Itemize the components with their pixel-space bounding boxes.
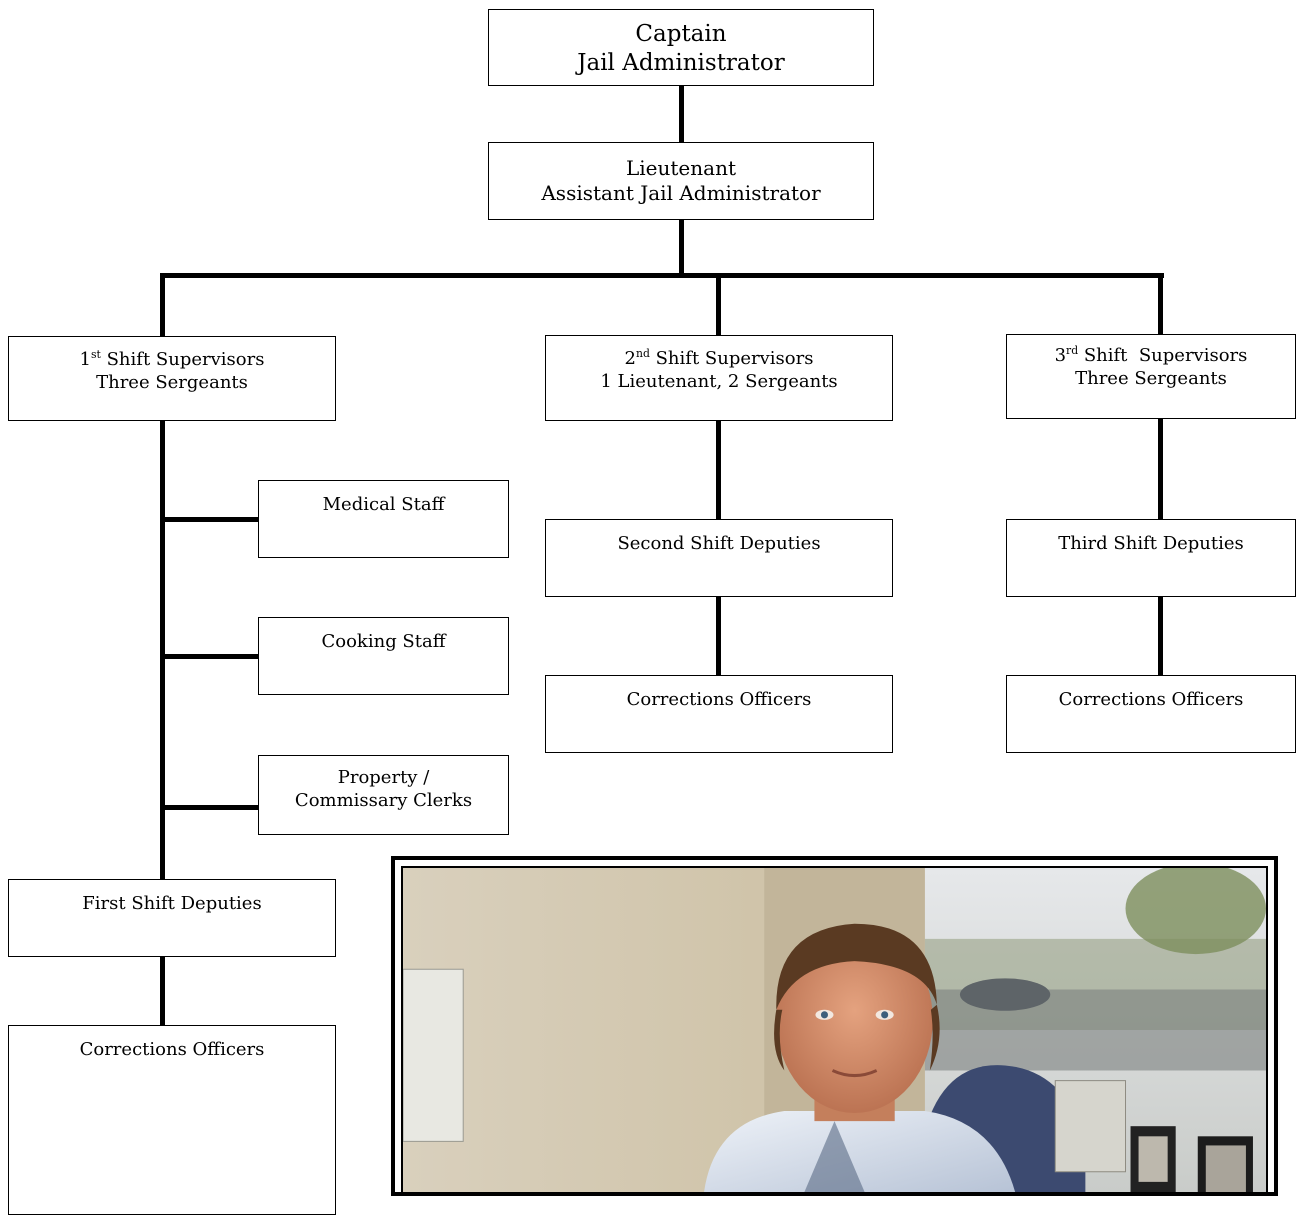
connector-cooking: [160, 654, 260, 659]
property-label: Property /: [337, 767, 430, 788]
shift3-title: 3rd Shift Supervisors: [1054, 344, 1248, 366]
shift1-title: 1st Shift Supervisors: [79, 348, 265, 370]
cooking-staff-label: Cooking Staff: [321, 631, 446, 652]
lieutenant-box: Lieutenant Assistant Jail Administrator: [488, 142, 874, 220]
shift2-supervisors-box: 2nd Shift Supervisors 1 Lieutenant, 2 Se…: [545, 335, 893, 421]
third-shift-deputies-label: Third Shift Deputies: [1058, 533, 1244, 554]
connector-lieutenant-bus: [679, 219, 684, 277]
corrections-officers-shift3-box: Corrections Officers: [1006, 675, 1296, 753]
cooking-staff-box: Cooking Staff: [258, 617, 509, 695]
shift1-staff: Three Sergeants: [96, 371, 248, 393]
connector-bus-shift3: [1158, 273, 1163, 337]
property-commissary-box: Property / Commissary Clerks: [258, 755, 509, 835]
second-shift-deputies-box: Second Shift Deputies: [545, 519, 893, 597]
horizontal-bus: [160, 273, 1164, 278]
photo-illustration: [403, 868, 1266, 1192]
lieutenant-title: Lieutenant: [626, 156, 736, 180]
connector-first-deputies-co: [160, 956, 165, 1026]
shift2-title: 2nd Shift Supervisors: [624, 347, 814, 369]
shift3-supervisors-box: 3rd Shift Supervisors Three Sergeants: [1006, 334, 1296, 419]
connector-captain-lieutenant: [679, 84, 684, 144]
first-shift-deputies-box: First Shift Deputies: [8, 879, 336, 957]
third-shift-deputies-box: Third Shift Deputies: [1006, 519, 1296, 597]
corrections-officers-shift1-box: Corrections Officers: [8, 1025, 336, 1215]
corrections-officers-shift2-label: Corrections Officers: [626, 689, 812, 710]
connector-third-deputies-co: [1158, 596, 1163, 676]
connector-property: [160, 805, 260, 810]
commissary-label: Commissary Clerks: [294, 789, 473, 811]
medical-staff-box: Medical Staff: [258, 480, 509, 558]
captain-role: Jail Administrator: [577, 49, 785, 76]
shift2-staff: 1 Lieutenant, 2 Sergeants: [600, 370, 838, 392]
corrections-officers-shift3-label: Corrections Officers: [1058, 689, 1244, 710]
photo-frame: [391, 856, 1278, 1196]
corrections-officers-shift2-box: Corrections Officers: [545, 675, 893, 753]
connector-shift3-deputies: [1158, 418, 1163, 520]
captain-title: Captain: [635, 21, 727, 47]
connector-shift2-deputies: [716, 420, 721, 520]
connector-bus-shift1: [160, 273, 165, 337]
administrator-photo: [401, 866, 1268, 1192]
shift1-supervisors-box: 1st Shift Supervisors Three Sergeants: [8, 336, 336, 421]
first-shift-deputies-label: First Shift Deputies: [82, 893, 262, 914]
corrections-officers-shift1-label: Corrections Officers: [79, 1039, 265, 1060]
captain-box: Captain Jail Administrator: [488, 9, 874, 86]
lieutenant-role: Assistant Jail Administrator: [541, 181, 821, 205]
second-shift-deputies-label: Second Shift Deputies: [617, 533, 821, 554]
connector-medical: [160, 517, 260, 522]
connector-shift1-spine: [160, 420, 165, 880]
connector-second-deputies-co: [716, 596, 721, 676]
medical-staff-label: Medical Staff: [322, 494, 445, 515]
shift3-staff: Three Sergeants: [1075, 367, 1227, 389]
connector-bus-shift2: [716, 273, 721, 337]
